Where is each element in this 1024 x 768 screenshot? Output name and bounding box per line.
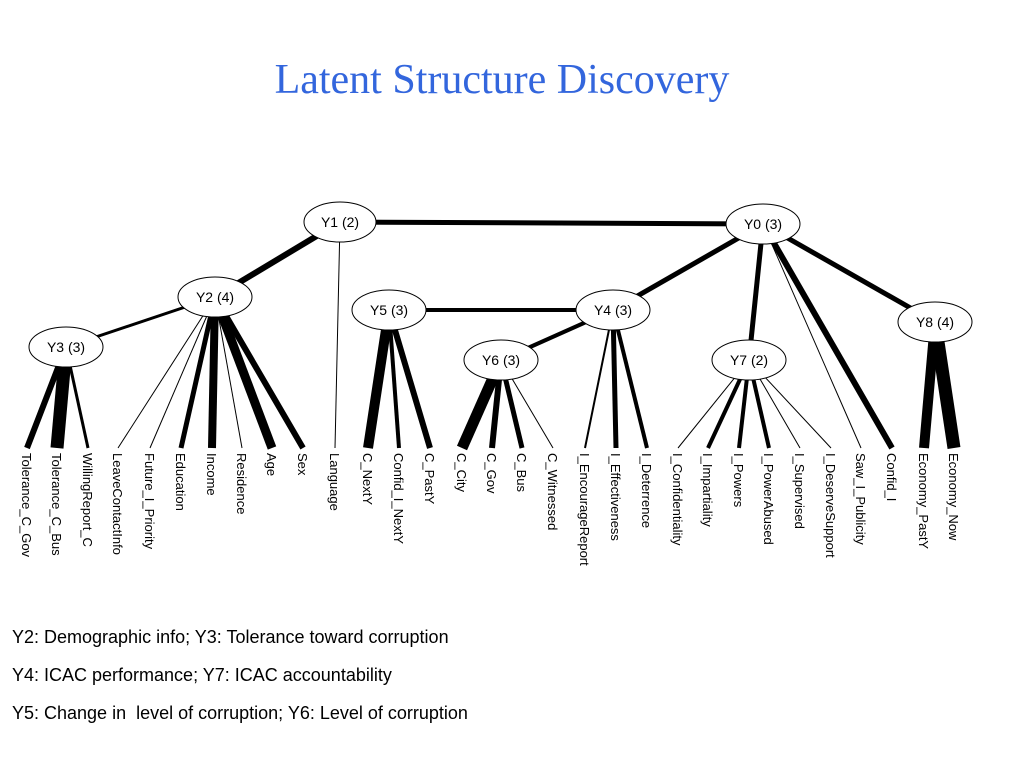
leaf-label-i-effectiveness: I_Effectiveness: [608, 453, 623, 541]
edge-y4-i-effectiveness: [610, 309, 619, 449]
leaf-label-tolerance-c-gov: Tolerance_C_Gov: [19, 453, 34, 558]
latent-node-label: Y6 (3): [482, 352, 520, 368]
edge-y4-i-deterrence: [611, 309, 649, 449]
leaf-label-confid-i-nexty: Confid_I_NextY: [391, 453, 406, 544]
edge-y1-y0: [339, 219, 764, 227]
latent-node-ellipse: [303, 201, 377, 243]
latent-node-label: Y8 (4): [916, 314, 954, 330]
edge-y8-economy-now: [928, 321, 961, 449]
leaf-label-c-nexty: C_NextY: [360, 453, 375, 505]
leaf-label-tolerance-c-bus: Tolerance_C_Bus: [49, 453, 64, 556]
latent-node-y6: Y6 (3): [463, 339, 539, 381]
edge-y5-c-pasty: [386, 309, 433, 449]
latent-node-label: Y5 (3): [370, 302, 408, 318]
leaf-label-c-witnessed: C_Witnessed: [545, 453, 560, 530]
leaf-label-c-bus: C_Bus: [514, 453, 529, 493]
edges-layer: [24, 219, 961, 451]
slide-title: Latent Structure Discovery: [274, 57, 730, 103]
latent-node-ellipse: [725, 203, 801, 245]
edge-y2-leavecontactinfo: [117, 296, 216, 449]
edge-y2-income: [208, 296, 219, 449]
caption-line-1: Y2: Demographic info; Y3: Tolerance towa…: [12, 627, 449, 647]
latent-node-label: Y7 (2): [730, 352, 768, 368]
edge-y5-confid-i-nexty: [387, 309, 401, 449]
edge-y0-y8: [761, 221, 937, 325]
latent-node-y8: Y8 (4): [897, 301, 973, 343]
latent-node-ellipse: [463, 339, 539, 381]
latent-node-label: Y3 (3): [47, 339, 85, 355]
latent-nodes-layer: Y1 (2) Y0 (3) Y2 (4) Y3 (3) Y5 (3) Y4 (3) Y6 (…: [28, 201, 973, 381]
leaf-label-education: Education: [173, 453, 188, 511]
leaf-label-leavecontactinfo: LeaveContactInfo: [110, 453, 125, 555]
leaf-label-economy-pasty: Economy_PastY: [916, 453, 931, 549]
latent-node-label: Y0 (3): [744, 216, 782, 232]
leaf-label-saw-i-publicity: Saw_I_Publicity: [853, 453, 868, 545]
latent-node-y3: Y3 (3): [28, 326, 104, 368]
edge-y2-sex: [212, 295, 306, 450]
leaf-label-i-deservesupport: I_DeserveSupport: [823, 453, 838, 558]
leaf-label-residence: Residence: [234, 453, 249, 514]
edge-y4-i-encouragereport: [584, 309, 614, 449]
leaf-label-i-powerabused: I_PowerAbused: [761, 453, 776, 545]
latent-tree-diagram: Y1 (2) Y0 (3) Y2 (4) Y3 (3) Y5 (3) Y4 (3) Y6 (…: [19, 201, 973, 566]
latent-node-y1: Y1 (2): [303, 201, 377, 243]
edge-y0-confid-i: [760, 222, 895, 450]
caption-line-2: Y4: ICAC performance; Y7: ICAC accountab…: [12, 665, 392, 685]
latent-node-ellipse: [28, 326, 104, 368]
latent-node-label: Y2 (4): [196, 289, 234, 305]
leaf-label-i-confidentiality: I_Confidentiality: [670, 453, 685, 546]
leaf-label-i-deterrence: I_Deterrence: [639, 453, 654, 528]
leaf-label-income: Income: [204, 453, 219, 496]
leaf-labels-layer: Tolerance_C_Gov Tolerance_C_Bus WillingRep…: [19, 453, 961, 566]
latent-node-ellipse: [897, 301, 973, 343]
edge-y2-education: [178, 296, 218, 449]
leaf-label-confid-i: Confid_I: [884, 453, 899, 501]
edge-y5-c-nexty: [363, 309, 394, 449]
leaf-label-willingreport-c: WillingReport_C: [80, 453, 95, 547]
leaf-label-i-powers: I_Powers: [731, 453, 746, 508]
latent-node-y4: Y4 (3): [575, 289, 651, 331]
leaf-label-language: Language: [327, 453, 342, 511]
latent-node-ellipse: [711, 339, 787, 381]
latent-node-y7: Y7 (2): [711, 339, 787, 381]
latent-node-label: Y1 (2): [321, 214, 359, 230]
edge-y0-saw-i-publicity: [762, 223, 862, 449]
leaf-label-i-supervised: I_Supervised: [792, 453, 807, 529]
leaf-label-c-pasty: C_PastY: [422, 453, 437, 505]
caption-line-3: Y5: Change in level of corruption; Y6: L…: [12, 703, 468, 723]
latent-node-y0: Y0 (3): [725, 203, 801, 245]
latent-node-y5: Y5 (3): [351, 289, 427, 331]
latent-node-y2: Y2 (4): [177, 276, 253, 318]
leaf-label-c-city: C_City: [454, 453, 469, 493]
leaf-label-age: Age: [264, 453, 279, 476]
leaf-label-c-gov: C_Gov: [484, 453, 499, 494]
leaf-label-i-impartiality: I_Impartiality: [700, 453, 715, 527]
edge-y2-future-i-priority: [149, 296, 216, 449]
latent-node-ellipse: [177, 276, 253, 318]
edge-y2-residence: [214, 296, 243, 449]
edge-y2-age: [210, 295, 277, 450]
edge-y0-y7: [746, 223, 766, 361]
latent-node-ellipse: [575, 289, 651, 331]
latent-node-ellipse: [351, 289, 427, 331]
edge-y1-language: [334, 221, 341, 449]
leaf-label-future-i-priority: Future_I_Priority: [142, 453, 157, 550]
leaf-label-sex: Sex: [295, 453, 310, 476]
leaf-label-i-encouragereport: I_EncourageReport: [577, 453, 592, 566]
latent-node-label: Y4 (3): [594, 302, 632, 318]
leaf-label-economy-now: Economy_Now: [946, 453, 961, 541]
